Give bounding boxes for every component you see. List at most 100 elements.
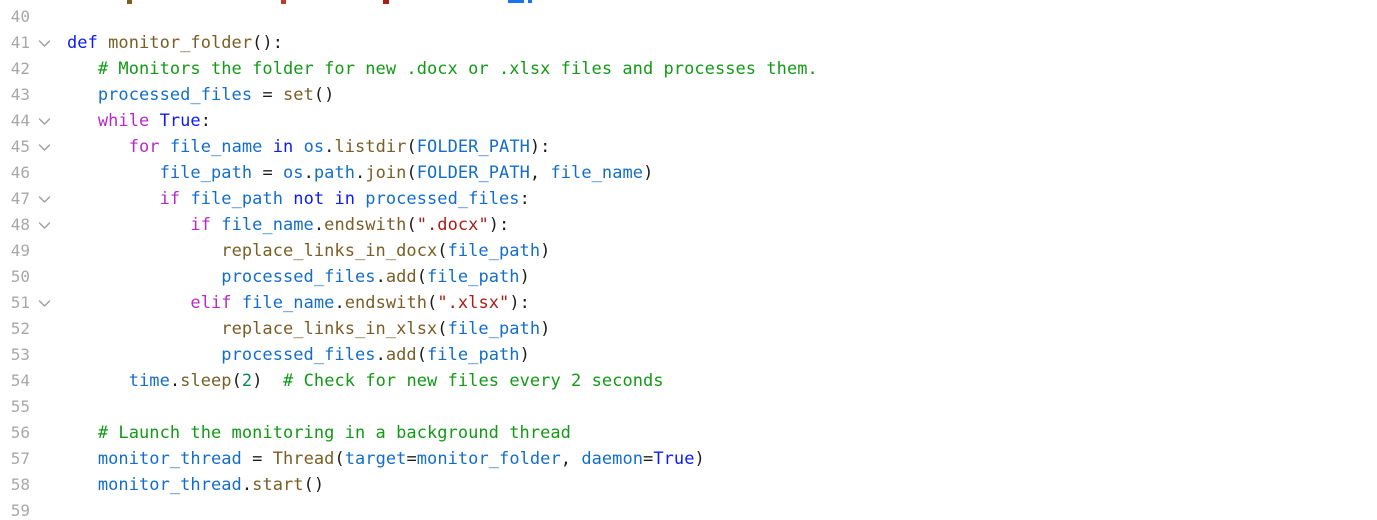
- fold-gutter-empty: [30, 498, 58, 520]
- token-var: FOLDER_PATH: [416, 163, 530, 183]
- blue-dot: [528, 0, 532, 3]
- token-var: file_name: [221, 215, 314, 235]
- line-number[interactable]: 44: [10, 111, 30, 130]
- line-number[interactable]: 51: [10, 293, 30, 312]
- line-number[interactable]: 49: [10, 241, 30, 260]
- code-text[interactable]: time.sleep(2) # Check for new files ever…: [58, 368, 664, 394]
- token-pun: (: [334, 449, 345, 469]
- line-number[interactable]: 48: [10, 215, 30, 234]
- code-line: 46 file_path = os.path.join(FOLDER_PATH,…: [0, 160, 1377, 186]
- token-pun: .: [375, 267, 386, 287]
- fold-gutter-empty: [30, 82, 58, 108]
- token-num: 2: [241, 371, 253, 391]
- token-fn: set: [283, 85, 314, 105]
- code-line: 41 def monitor_folder():: [0, 30, 1377, 56]
- token-pun: (: [427, 293, 438, 313]
- fold-chevron-icon[interactable]: [30, 108, 58, 134]
- code-text[interactable]: for file_name in os.listdir(FOLDER_PATH)…: [58, 134, 551, 160]
- line-number[interactable]: 56: [10, 423, 30, 442]
- code-text[interactable]: file_path = os.path.join(FOLDER_PATH, fi…: [58, 160, 654, 186]
- line-number[interactable]: 42: [10, 59, 30, 78]
- token-pun: =: [252, 163, 284, 183]
- fold-chevron-icon[interactable]: [30, 134, 58, 160]
- token-fn: monitor_folder: [108, 33, 253, 53]
- line-number[interactable]: 41: [10, 33, 30, 52]
- token-pun: ,: [529, 163, 551, 183]
- token-pun: ): [252, 371, 263, 391]
- token-kwb: def: [67, 33, 109, 53]
- fold-chevron-icon[interactable]: [30, 30, 58, 56]
- token-pun: (: [437, 319, 448, 339]
- fold-gutter-empty: [30, 446, 58, 472]
- token-com: # Launch the monitoring in a background …: [97, 423, 571, 443]
- token-kwc: if: [159, 189, 191, 209]
- code-text[interactable]: if file_path not in processed_files:: [58, 186, 530, 212]
- code-text[interactable]: processed_files.add(file_path): [58, 342, 530, 368]
- code-text[interactable]: # Monitors the folder for new .docx or .…: [58, 56, 818, 82]
- token-var: monitor_thread: [97, 475, 242, 495]
- code-text[interactable]: def monitor_folder():: [58, 30, 283, 56]
- line-number[interactable]: 54: [10, 371, 30, 390]
- code-text[interactable]: replace_links_in_docx(file_path): [58, 238, 550, 264]
- code-text[interactable]: monitor_thread = Thread(target=monitor_f…: [58, 446, 705, 472]
- token-pun: ): [519, 345, 530, 365]
- indent-whitespace: [67, 319, 221, 339]
- token-pun: ): [694, 449, 705, 469]
- token-var: file_path: [447, 241, 541, 261]
- token-pun: ): [643, 163, 654, 183]
- code-line: 45 for file_name in os.listdir(FOLDER_PA…: [0, 134, 1377, 160]
- fold-gutter-empty: [30, 264, 58, 290]
- indent-whitespace: [67, 423, 98, 443]
- token-var: file_path: [159, 163, 253, 183]
- code-text[interactable]: while True:: [58, 108, 211, 134]
- fold-gutter-empty: [30, 420, 58, 446]
- code-line: 48 if file_name.endswith(".docx"):: [0, 212, 1377, 238]
- code-text[interactable]: # Launch the monitoring in a background …: [58, 420, 571, 446]
- char-bottom-olive: [127, 0, 132, 4]
- fold-chevron-icon[interactable]: [30, 290, 58, 316]
- line-number[interactable]: 40: [10, 7, 30, 26]
- code-text[interactable]: processed_files = set(): [58, 82, 335, 108]
- fold-gutter-empty: [30, 342, 58, 368]
- token-var: file_name: [169, 137, 263, 157]
- token-pun: .: [324, 137, 335, 157]
- line-number[interactable]: 58: [10, 475, 30, 494]
- line-number[interactable]: 59: [10, 501, 30, 520]
- code-text[interactable]: monitor_thread.start(): [58, 472, 324, 498]
- line-number[interactable]: 52: [10, 319, 30, 338]
- code-text[interactable]: replace_links_in_xlsx(file_path): [58, 316, 550, 342]
- code-text[interactable]: processed_files.add(file_path): [58, 264, 530, 290]
- token-kwc: elif: [190, 293, 242, 313]
- code-line: 49 replace_links_in_docx(file_path): [0, 238, 1377, 264]
- fold-chevron-icon[interactable]: [30, 212, 58, 238]
- line-number[interactable]: 50: [10, 267, 30, 286]
- token-pun: (: [406, 137, 417, 157]
- line-number[interactable]: 53: [10, 345, 30, 364]
- token-fn: listdir: [334, 137, 407, 157]
- token-pun: :: [519, 189, 530, 209]
- token-fn: Thread: [272, 449, 335, 469]
- line-number[interactable]: 43: [10, 85, 30, 104]
- token-fn: replace_links_in_docx: [221, 241, 438, 261]
- indent-whitespace: [67, 85, 98, 105]
- token-pun: ,: [560, 449, 582, 469]
- fold-chevron-icon[interactable]: [30, 186, 58, 212]
- code-text[interactable]: elif file_name.endswith(".xlsx"):: [58, 290, 530, 316]
- token-var: processed_files: [365, 189, 520, 209]
- code-text[interactable]: if file_name.endswith(".docx"):: [58, 212, 509, 238]
- line-number[interactable]: 47: [10, 189, 30, 208]
- line-number[interactable]: 46: [10, 163, 30, 182]
- char-bottom-red: [281, 0, 286, 4]
- line-number[interactable]: 57: [10, 449, 30, 468]
- token-pun: =: [241, 449, 273, 469]
- indent-whitespace: [67, 293, 190, 313]
- line-number[interactable]: 55: [10, 397, 30, 416]
- line-number[interactable]: 45: [10, 137, 30, 156]
- token-var: file_name: [550, 163, 644, 183]
- token-var: os: [303, 137, 325, 157]
- token-pun: ):: [509, 293, 530, 313]
- token-pun: ():: [252, 33, 283, 53]
- token-pun: (: [406, 215, 417, 235]
